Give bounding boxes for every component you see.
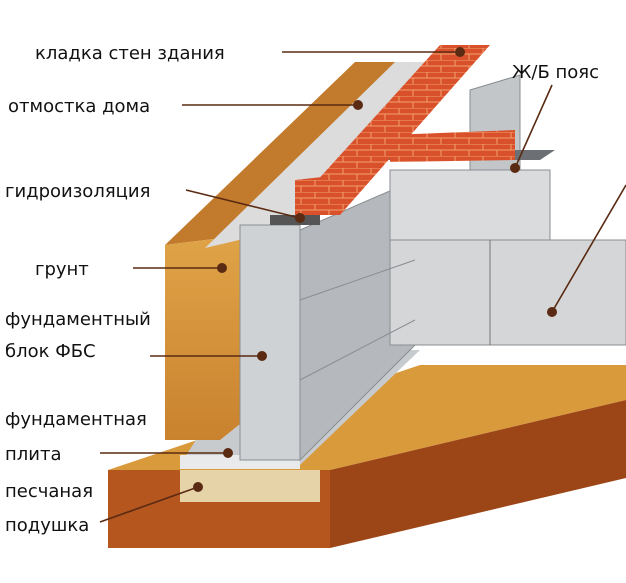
fbs-upper bbox=[389, 169, 551, 241]
sand-cushion bbox=[180, 470, 320, 502]
label-slab-2: плита bbox=[5, 444, 62, 465]
brick-wall-front bbox=[295, 175, 340, 215]
label-fbs-block-2: блок ФБС bbox=[5, 341, 96, 362]
brick-wall-main bbox=[295, 45, 490, 215]
label-waterproofing: гидроизоляция bbox=[5, 181, 150, 202]
fbs-wall-right bbox=[389, 239, 626, 346]
waterproofing-layer bbox=[270, 215, 320, 225]
brick-wall-cross bbox=[390, 130, 515, 162]
label-wall-masonry: кладка стен здания bbox=[35, 43, 225, 64]
fbs-wall-left bbox=[239, 224, 301, 461]
label-soil: грунт bbox=[35, 259, 89, 280]
label-fbs-block-1: фундаментный bbox=[5, 309, 151, 330]
label-sand-2: подушка bbox=[5, 515, 89, 536]
leader-lines bbox=[99, 47, 626, 523]
label-sand-1: песчаная bbox=[5, 481, 93, 502]
label-slab-1: фундаментная bbox=[5, 409, 147, 430]
label-blind-area: отмостка дома bbox=[8, 96, 150, 117]
base-ground-right bbox=[330, 400, 626, 548]
label-rc-belt: Ж/Б пояс bbox=[512, 62, 599, 83]
